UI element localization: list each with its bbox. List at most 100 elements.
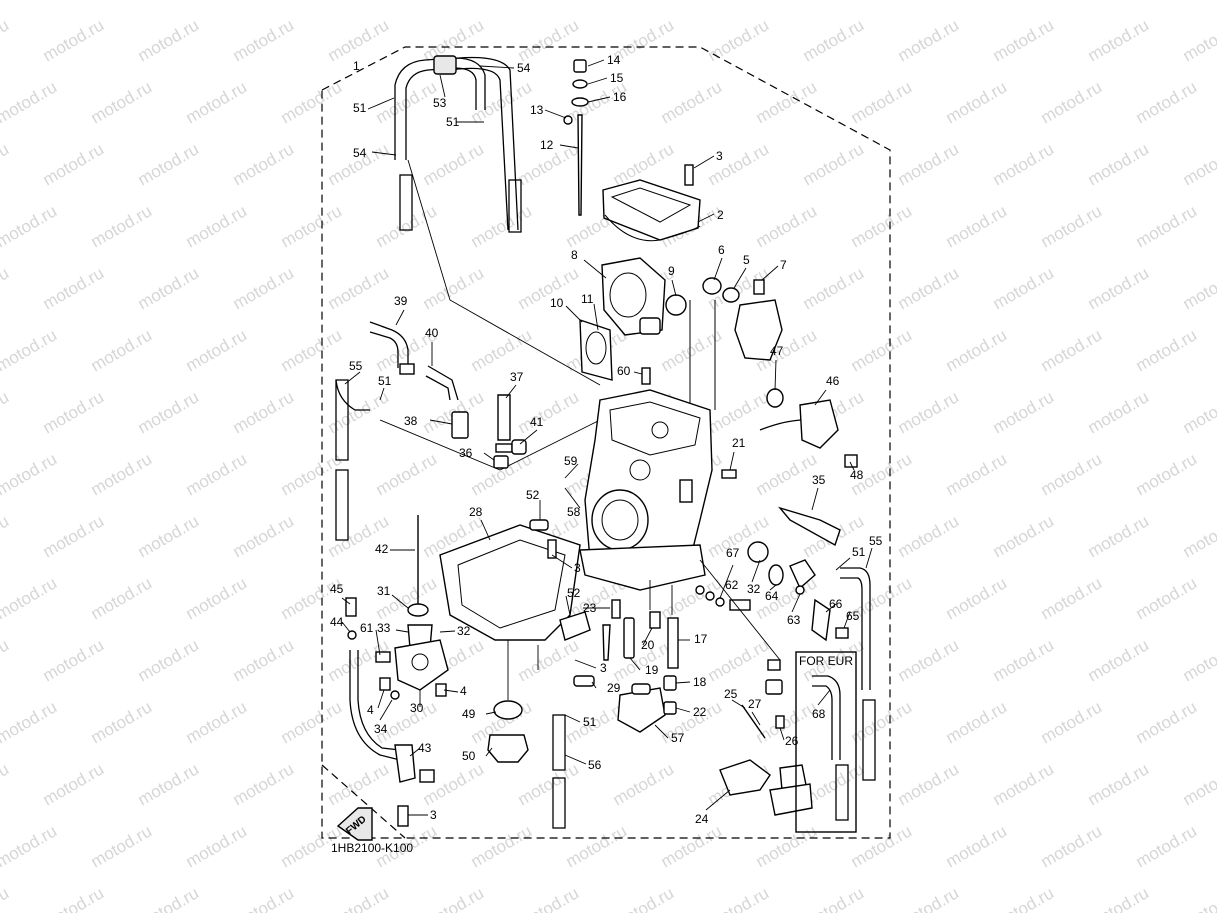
watermark-text: motod.ru [515,883,583,913]
watermark-text: motod.ru [183,325,251,375]
watermark-text: motod.ru [0,759,12,809]
top-cover [602,164,701,242]
watermark-text: motod.ru [40,15,108,65]
callout: 31 [377,584,391,598]
watermark-text: motod.ru [1133,573,1201,623]
watermark-text: motod.ru [1133,325,1201,375]
jet-needle-parts [563,59,589,216]
callout: 51 [583,715,597,729]
watermark-text: motod.ru [0,449,60,499]
watermark-text: motod.ru [990,139,1058,189]
callout: 51 [446,115,460,129]
bottom-parts [487,640,666,829]
watermark-text: motod.ru [563,0,631,3]
watermark-text: motod.ru [325,15,393,65]
watermark-text: motod.ru [515,263,583,313]
callout: 17 [694,632,708,646]
watermark-text: motod.ru [1085,15,1153,65]
throttle-valve [579,257,687,385]
callout: 24 [695,812,709,826]
callout: 62 [725,578,739,592]
watermark-text: motod.ru [895,759,963,809]
watermark-text: motod.ru [1180,635,1217,685]
watermark-text: motod.ru [848,201,916,251]
callout: 45 [330,582,344,596]
watermark-text: motod.ru [895,139,963,189]
callout: 3 [430,808,437,822]
watermark-text: motod.ru [1038,77,1106,127]
watermark-text: motod.ru [135,635,203,685]
for-eur-label: FOR EUR [799,654,853,668]
callout: 63 [787,613,801,627]
watermark-text: motod.ru [230,139,298,189]
callout: 57 [671,731,685,745]
watermark-text: motod.ru [183,449,251,499]
watermark-text: motod.ru [278,201,346,251]
callout: 7 [780,258,787,272]
watermark-text: motod.ru [0,139,12,189]
watermark-text: motod.ru [88,325,156,375]
watermark-text: motod.ru [895,15,963,65]
watermark-text: motod.ru [0,0,60,3]
watermark-text: motod.ru [1085,139,1153,189]
callout: 38 [404,414,418,428]
callout: 22 [693,705,707,719]
callout: 51 [852,545,866,559]
watermark-text: motod.ru [800,15,868,65]
watermark-text: motod.ru [325,883,393,913]
watermark-text: motod.ru [183,573,251,623]
watermark-text: motod.ru [40,511,108,561]
watermark-text: motod.ru [848,697,916,747]
watermark-text: motod.ru [278,77,346,127]
watermark-text: motod.ru [658,0,726,3]
watermark-text: motod.ru [1133,821,1201,871]
callout: 51 [353,101,367,115]
callout: 4 [367,703,374,717]
watermark-text: motod.ru [135,387,203,437]
watermark-text: motod.ru [1133,77,1201,127]
watermark-text: motod.ru [230,883,298,913]
watermark-text: motod.ru [705,635,773,685]
callout: 54 [517,61,531,75]
callout: 8 [571,248,578,262]
watermark-text: motod.ru [40,139,108,189]
callout: 55 [349,359,363,373]
callout: 29 [607,681,621,695]
watermark-text: motod.ru [848,0,916,3]
callout: 11 [581,292,594,306]
watermark-text: motod.ru [1180,759,1217,809]
watermark-text: motod.ru [705,15,773,65]
watermark-text: motod.ru [183,821,251,871]
callout: 30 [410,701,424,715]
watermark-text: motod.ru [183,697,251,747]
callout: 32 [747,582,761,596]
watermark-text: motod.ru [88,201,156,251]
watermark-text: motod.ru [1038,0,1106,3]
watermark-text: motod.ru [88,697,156,747]
callout: 52 [526,488,540,502]
watermark-text: motod.ru [1133,449,1201,499]
watermark-text: motod.ru [0,883,12,913]
callout: 68 [812,707,826,721]
watermark-text: motod.ru [800,263,868,313]
vent-hose-assembly [335,55,522,541]
watermark-text: motod.ru [0,573,60,623]
watermark-text: motod.ru [1133,0,1201,3]
watermark-text: motod.ru [990,635,1058,685]
watermark-text: motod.ru [135,263,203,313]
watermark-text: motod.ru [0,263,12,313]
watermark-text: motod.ru [325,759,393,809]
watermark-text: motod.ru [848,77,916,127]
fwd-arrow: FWD [336,807,373,841]
jet-parts [602,580,679,715]
assembly-boundary [321,46,891,839]
callout: 12 [540,138,554,152]
watermark-text: motod.ru [135,139,203,189]
watermark-text: motod.ru [0,201,60,251]
watermark-text: motod.ru [1180,15,1217,65]
watermark-text: motod.ru [278,0,346,3]
watermark-text: motod.ru [1180,883,1217,913]
carburetor-body [579,389,713,591]
watermark-text: motod.ru [40,635,108,685]
callout: 3 [600,661,607,675]
